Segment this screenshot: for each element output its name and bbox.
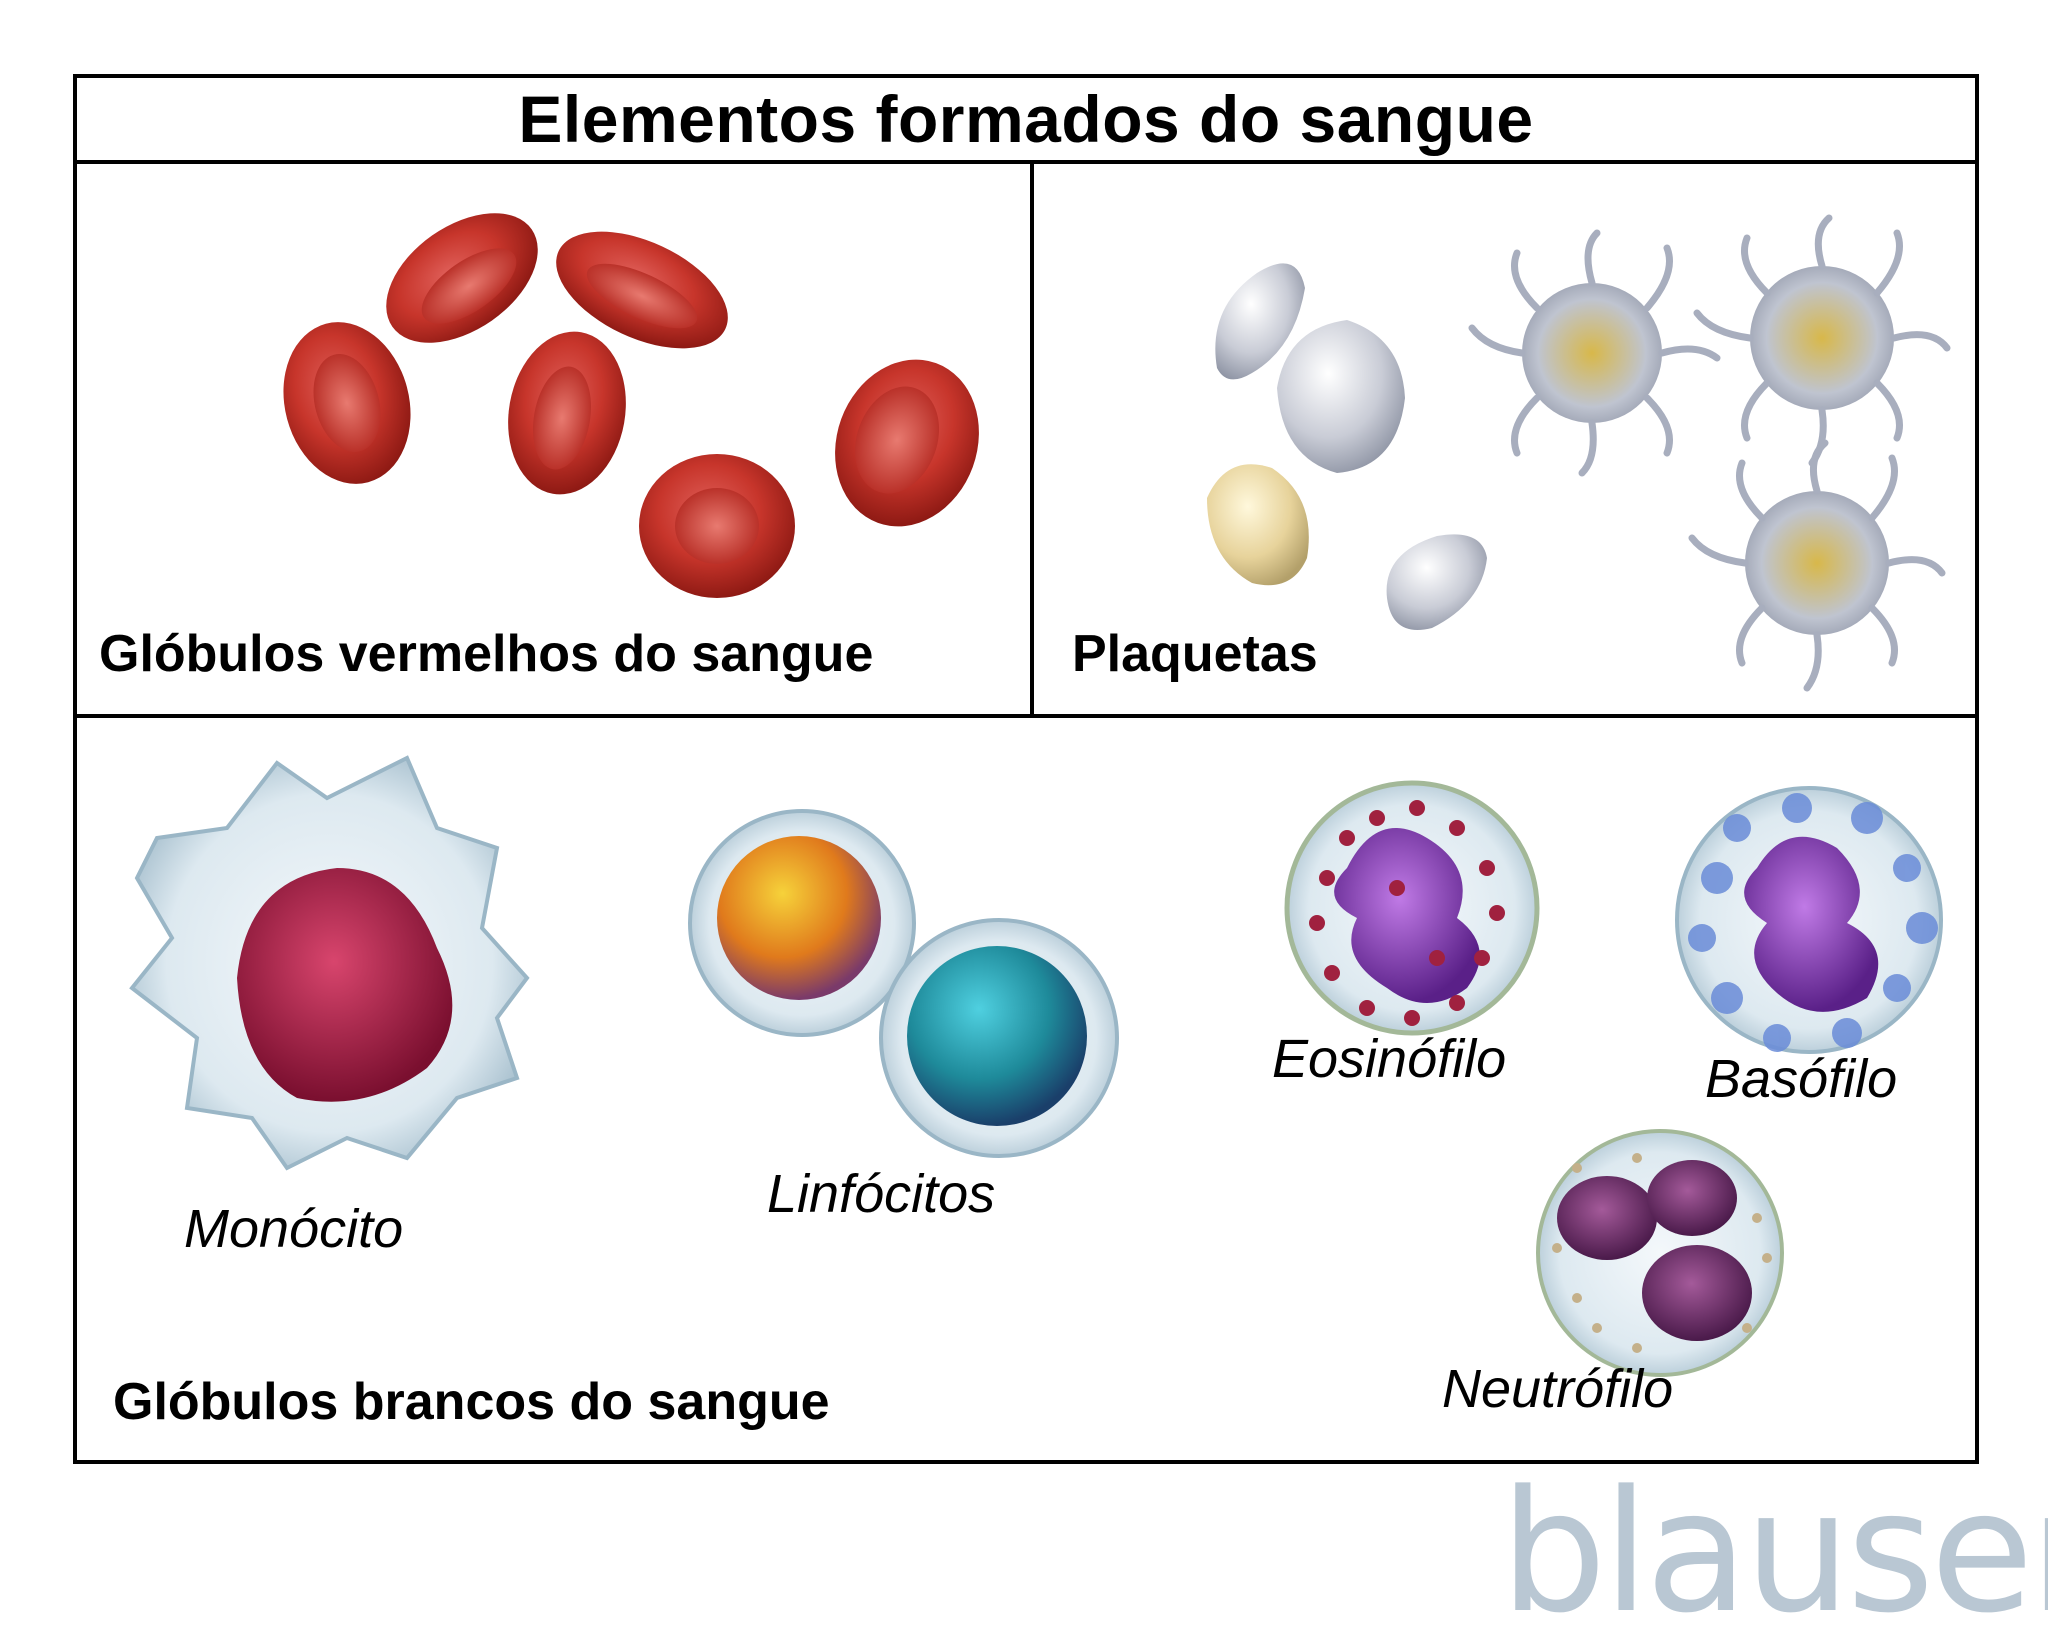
red-cell	[508, 331, 626, 495]
red-cell	[556, 231, 728, 349]
lymphocytes-label: Linfócitos	[767, 1164, 996, 1224]
neutrophil-label: Neutrófilo	[1442, 1359, 1674, 1419]
activated-platelet	[1468, 229, 1721, 477]
title-bar: Elementos formados do sangue	[77, 78, 1975, 164]
basophil-label: Basófilo	[1705, 1049, 1898, 1109]
neutrophil-cell	[1536, 1129, 1784, 1377]
blausen-logo: blausen	[1500, 1454, 2048, 1650]
activated-platelet	[1693, 214, 1951, 467]
red-cell	[386, 213, 538, 343]
white-blood-cells-label: Glóbulos brancos do sangue	[113, 1373, 830, 1431]
diagram-frame: Elementos formados do sangue	[73, 74, 1979, 1464]
lymphocyte-cell	[688, 809, 916, 1037]
monocyte-cell	[129, 755, 530, 1171]
platelets-illustration	[1207, 214, 1951, 692]
eosinophil-label: Eosinófilo	[1272, 1029, 1507, 1089]
monocyte-label: Monócito	[184, 1199, 404, 1259]
red-cell	[835, 359, 979, 527]
diagram-title: Elementos formados do sangue	[518, 82, 1534, 156]
red-cell	[283, 322, 411, 484]
red-cell	[639, 454, 795, 598]
vertical-divider	[1030, 164, 1034, 718]
platelet	[1215, 263, 1305, 380]
platelet	[1386, 534, 1487, 630]
lymphocyte-cell	[879, 918, 1119, 1158]
activated-platelet	[1688, 439, 1946, 692]
white-blood-cells-illustration	[129, 755, 1943, 1377]
eosinophil-cell	[1284, 780, 1540, 1036]
platelets-label: Plaquetas	[1072, 625, 1318, 683]
horizontal-divider	[77, 714, 1975, 718]
red-blood-cells-label: Glóbulos vermelhos do sangue	[99, 625, 874, 683]
platelet	[1207, 464, 1309, 586]
red-blood-cells-illustration	[283, 213, 979, 598]
basophil-cell	[1675, 786, 1943, 1054]
platelet	[1277, 320, 1405, 473]
